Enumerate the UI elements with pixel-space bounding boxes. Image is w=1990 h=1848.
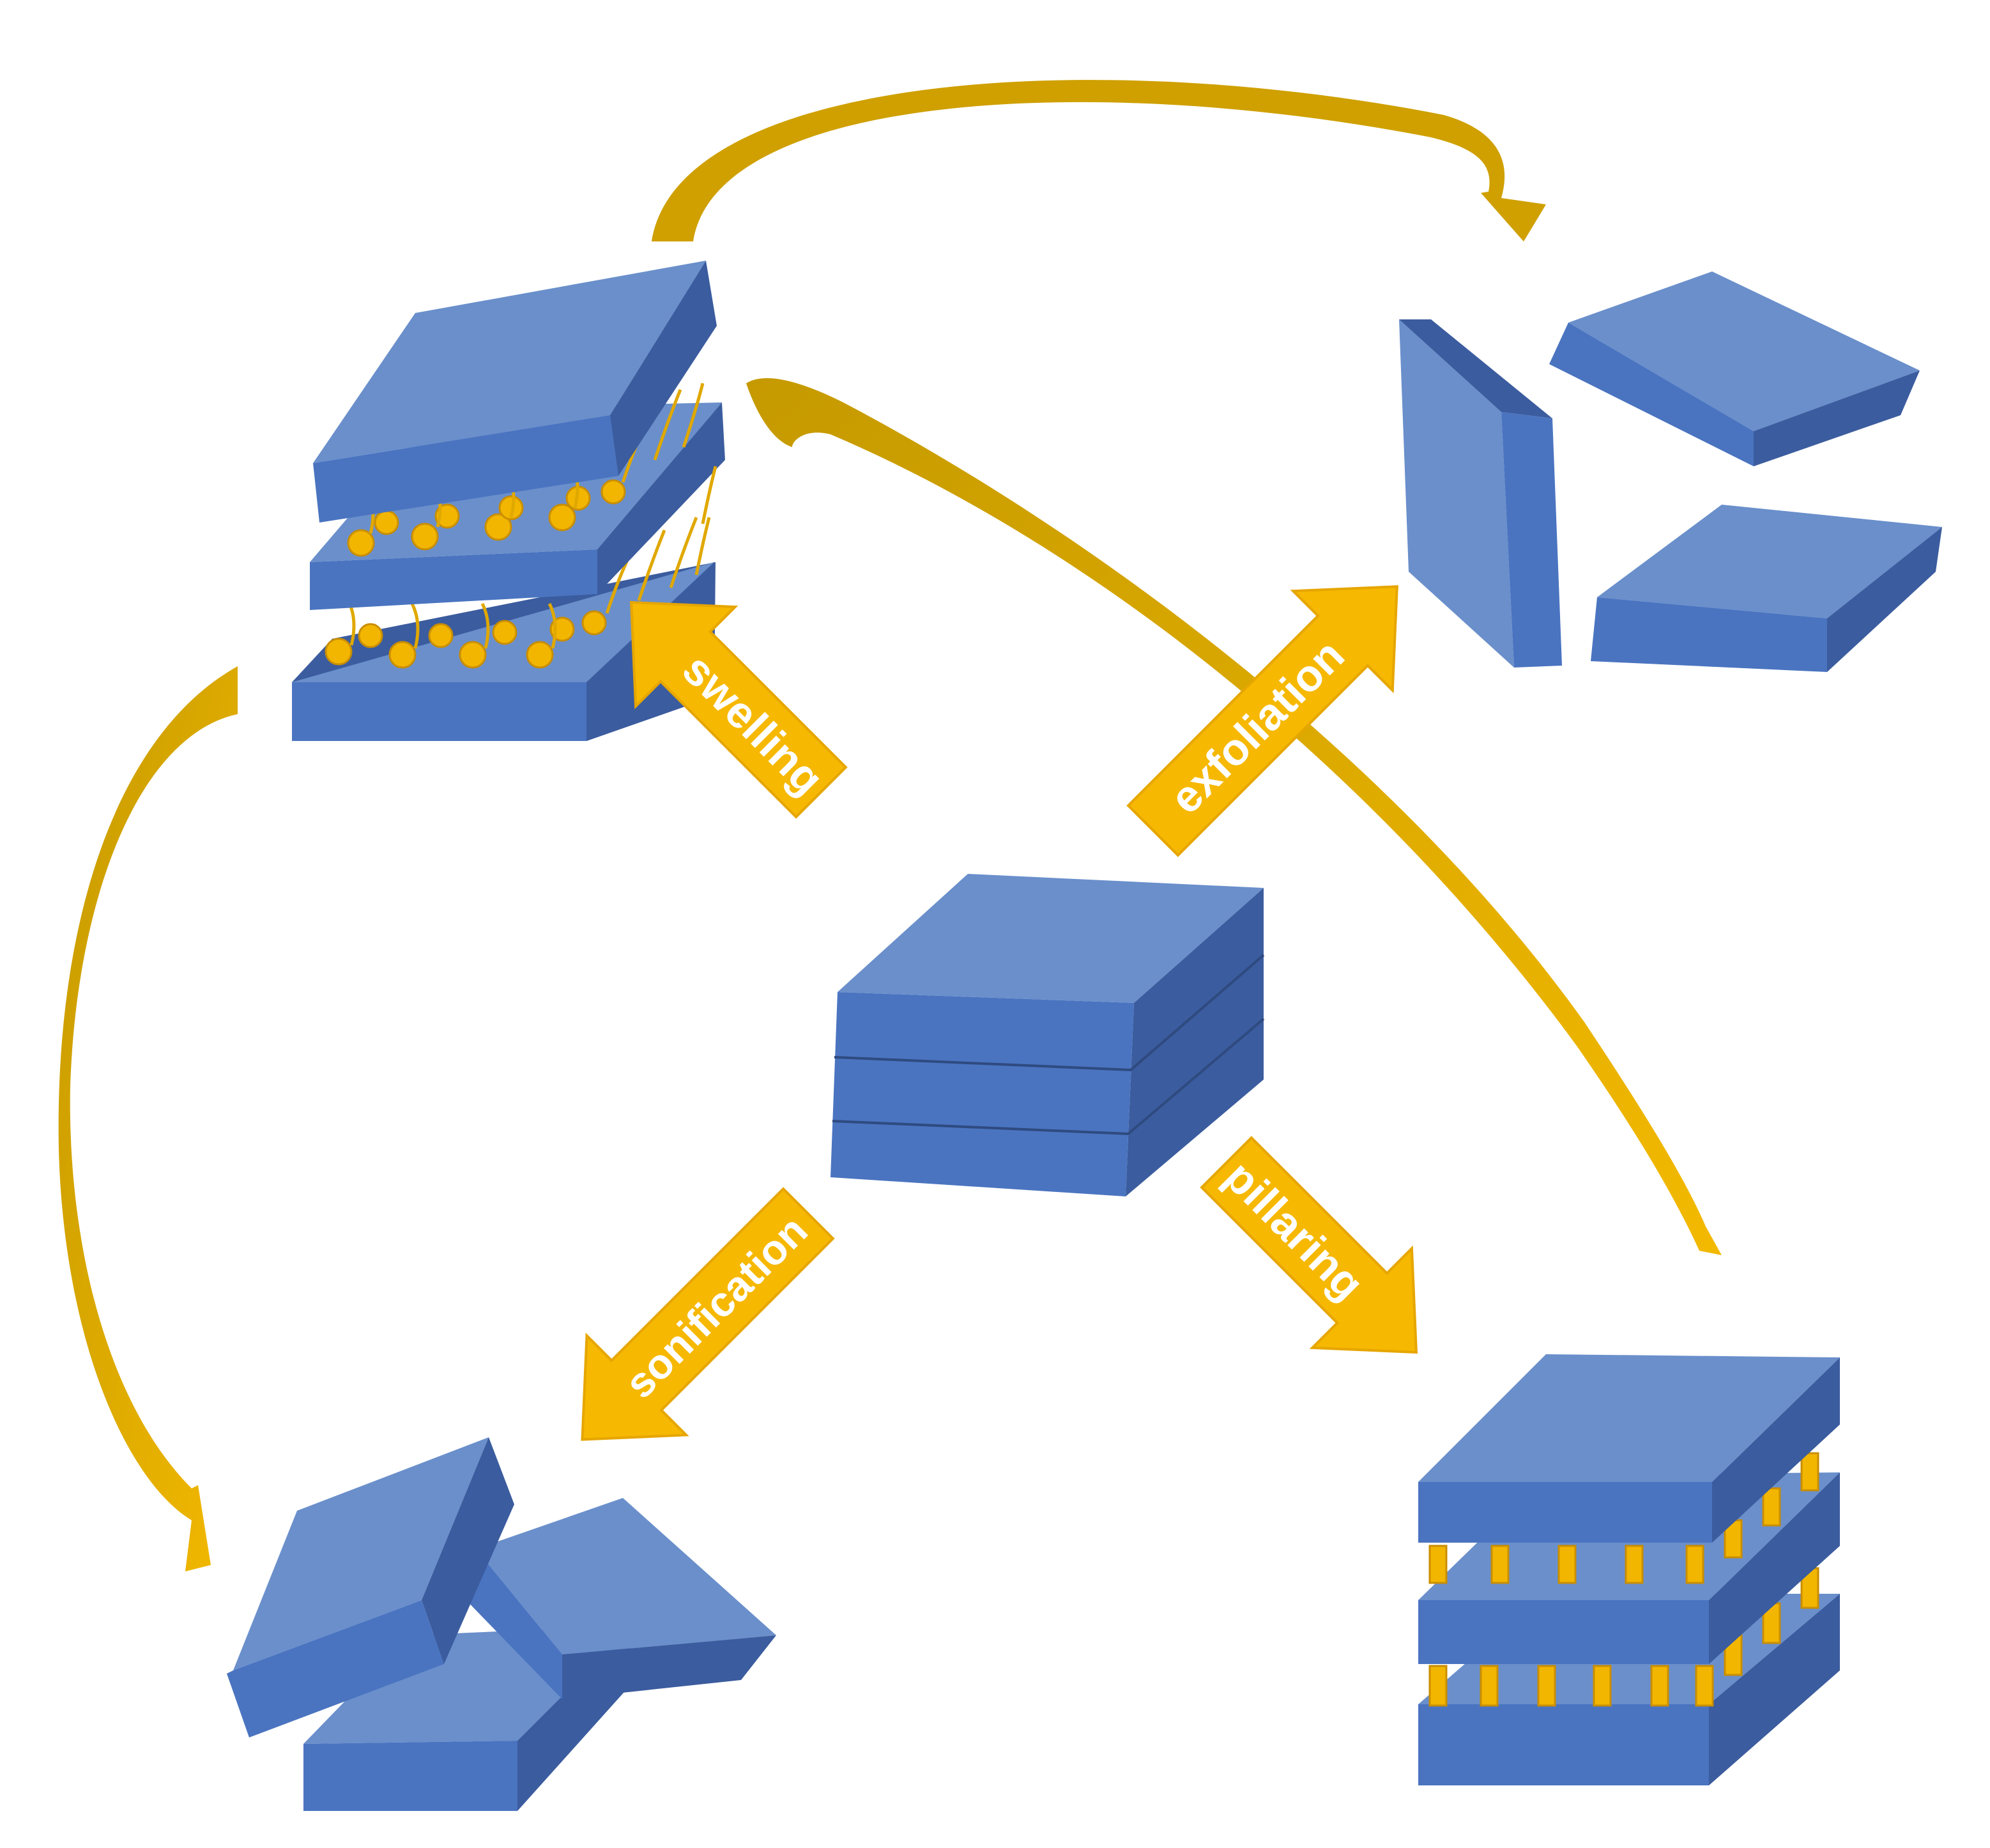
exfoliation-label: exfoliation: [1160, 630, 1354, 823]
pillaring-arrow: pillaring: [1200, 1136, 1418, 1354]
center-layered-stack: [830, 874, 1265, 1196]
pillars-upper: [1428, 1452, 1819, 1584]
sonification-arrow: sonification: [581, 1187, 835, 1441]
swollen-layered-structure: [292, 261, 725, 741]
sonification-label: sonification: [616, 1207, 816, 1407]
sonicated-fragments: [227, 1437, 776, 1811]
exfoliated-sheets: [1399, 271, 1942, 672]
pillaring-label: pillaring: [1215, 1151, 1374, 1310]
intercalated-molecules-upper: [347, 479, 626, 557]
pillared-structure: [1418, 1354, 1840, 1785]
curved-arrow-swelling-to-sonification: [58, 666, 238, 1571]
curved-arrow-swelling-to-exfoliation: [652, 80, 1546, 241]
swelling-label: swelling: [673, 645, 833, 804]
